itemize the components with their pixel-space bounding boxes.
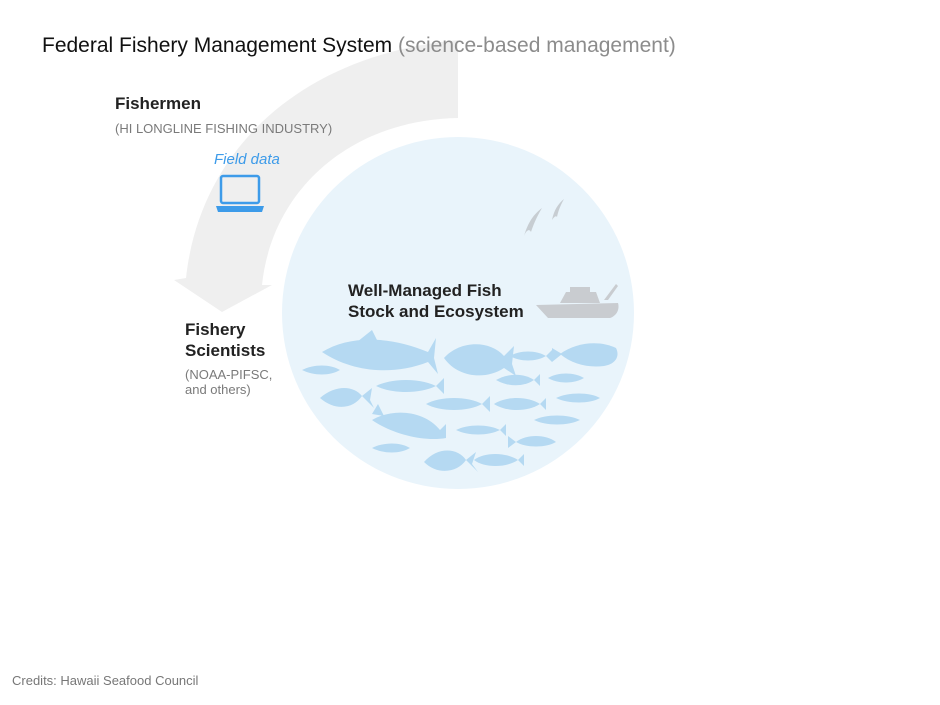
boat-icon (536, 284, 619, 318)
title-main: Federal Fishery Management System (42, 34, 393, 57)
ecosystem-line2: Stock and Ecosystem (348, 302, 524, 321)
credits: Credits: Hawaii Seafood Council (12, 673, 199, 688)
scientists-line2: Scientists (185, 341, 266, 360)
fishermen-label: Fishermen (115, 94, 201, 113)
fish-icon (320, 388, 362, 407)
fish-icon (456, 425, 500, 435)
ecosystem-label: Well-Managed Fish Stock and Ecosystem (348, 280, 524, 322)
diagram-title: Federal Fishery Management System (scien… (42, 34, 676, 58)
fish-icon (426, 398, 482, 410)
fish-school (302, 330, 618, 472)
fish-icon (560, 343, 618, 367)
fish-icon (302, 365, 340, 375)
scientists-org: (NOAA-PIFSC, and others) (185, 367, 272, 397)
bird-icon (524, 199, 564, 236)
fish-icon (494, 398, 540, 410)
fish-icon (516, 436, 556, 447)
ecosystem-line1: Well-Managed Fish (348, 281, 502, 300)
field-data-label: Field data (214, 151, 280, 168)
fish-icon (556, 393, 600, 403)
fish-icon (496, 374, 534, 386)
fish-icon (444, 344, 516, 376)
fish-icon (376, 380, 436, 392)
fish-icon (534, 415, 580, 425)
fish-icon (548, 373, 584, 383)
curved-arrow-icon (174, 40, 458, 312)
fish-icon (322, 338, 438, 374)
fish-icon (424, 450, 466, 471)
scientists-org-line1: (NOAA-PIFSC, (185, 367, 273, 382)
fish-icon (474, 454, 518, 466)
scientists-label: Fishery Scientists (185, 319, 265, 361)
fishermen-org: (HI LONGLINE FISHING INDUSTRY) (115, 121, 333, 136)
scientists-line1: Fishery (185, 320, 246, 339)
fish-icon (372, 412, 446, 440)
title-subtitle: (science-based management) (397, 34, 676, 57)
fish-icon (510, 351, 546, 361)
laptop-icon (216, 174, 264, 212)
fish-icon (372, 443, 410, 453)
scientists-org-line2: and others) (185, 382, 251, 397)
